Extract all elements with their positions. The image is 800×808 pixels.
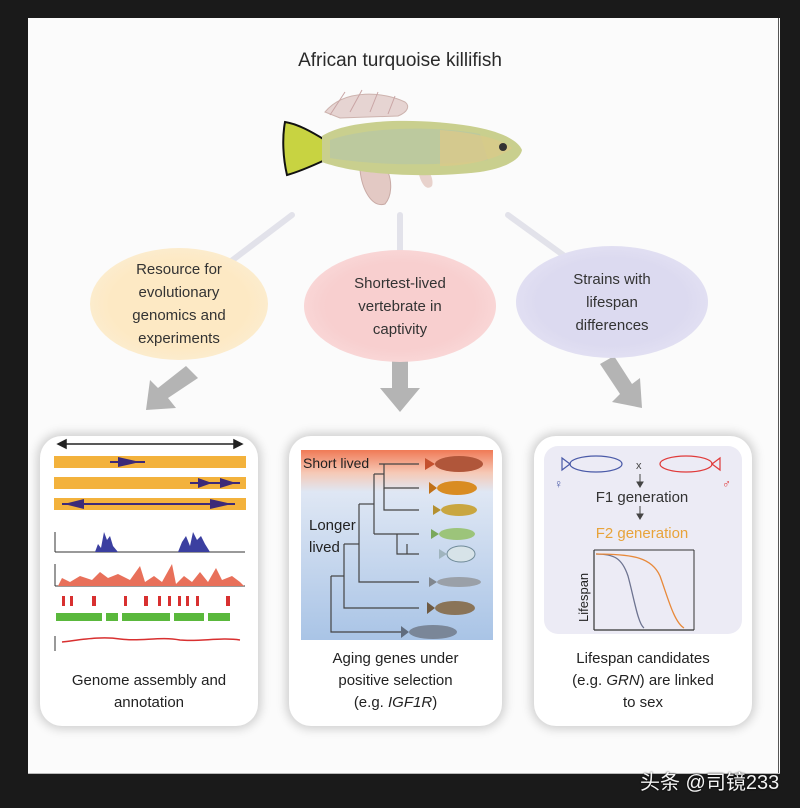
panel-aging-genes: Short lived Longer lived [289, 436, 502, 726]
genome-caption: Genome assembly and annotation [40, 670, 258, 714]
footer-rule [28, 773, 780, 774]
f1-generation-label: F1 generation [596, 489, 689, 506]
top-illustration [146, 89, 642, 412]
tree-caption-line2: positive selection [338, 672, 453, 689]
watermark-text: 头条 @司镜233 [640, 772, 780, 794]
longer-lived-label-2: lived [309, 539, 340, 556]
fish-species-icons [401, 456, 483, 639]
red-marks [62, 596, 230, 606]
strains-caption-pre: (e.g. [572, 672, 607, 689]
coverage-track-red [54, 564, 245, 587]
coverage-track-blue [54, 532, 245, 553]
strains-caption: Lifespan candidates (e.g. GRN) are linke… [534, 648, 752, 714]
f2-generation-label: F2 generation [596, 525, 689, 542]
cross-diagram: x ♀ ♂ F1 generation F2 generation Lifesp… [544, 446, 742, 634]
tree-caption: Aging genes under positive selection (e.… [289, 648, 502, 714]
longer-lived-label-1: Longer [309, 517, 356, 534]
genome-tracks [54, 438, 246, 651]
scale-arrow [56, 438, 244, 450]
figure-title: African turquoise killifish [298, 50, 502, 71]
female-symbol: ♀ [554, 477, 563, 491]
strains-caption-line1: Lifespan candidates [576, 650, 710, 667]
bubble-shortest-lived: Shortest-lived vertebrate in captivity [304, 250, 496, 362]
survival-plot: Lifespan [576, 549, 695, 631]
right-border [778, 18, 779, 774]
short-lived-label: Short lived [303, 455, 369, 471]
killifish-image [282, 89, 522, 206]
panel-genome-assembly: Genome assembly and annotation [40, 436, 258, 726]
strains-caption-post: ) are linked [639, 672, 714, 689]
strains-caption-line3: to sex [622, 694, 664, 711]
tree-caption-gene: IGF1R [388, 694, 433, 711]
cross-symbol: x [636, 460, 642, 472]
green-marks [56, 613, 230, 621]
male-symbol: ♂ [722, 477, 731, 491]
lifespan-axis-label: Lifespan [576, 573, 591, 622]
bubble-resource: Resource for evolutionary genomics and e… [90, 248, 268, 360]
connector-lines [227, 212, 573, 265]
phylogenetic-tree [330, 463, 419, 633]
bubble-strains: Strains with lifespan differences [516, 246, 708, 358]
tree-caption-post: ) [432, 694, 438, 711]
parent-fish-female [659, 455, 721, 473]
tree-caption-pre: (e.g. [353, 694, 388, 711]
panel-lifespan-candidates: x ♀ ♂ F1 generation F2 generation Lifesp… [534, 436, 752, 726]
gene-model-bars [54, 456, 246, 510]
tree-caption-line1: Aging genes under [332, 650, 459, 667]
strains-caption-gene: GRN [606, 672, 640, 689]
phylogeny-figure: Short lived Longer lived [301, 450, 493, 640]
genome-caption-line2: annotation [113, 694, 185, 711]
alignment-line [54, 636, 241, 651]
parent-fish-male [561, 455, 623, 473]
down-arrows [146, 356, 642, 412]
genome-caption-line1: Genome assembly and [71, 672, 227, 689]
generation-arrows [636, 474, 644, 520]
